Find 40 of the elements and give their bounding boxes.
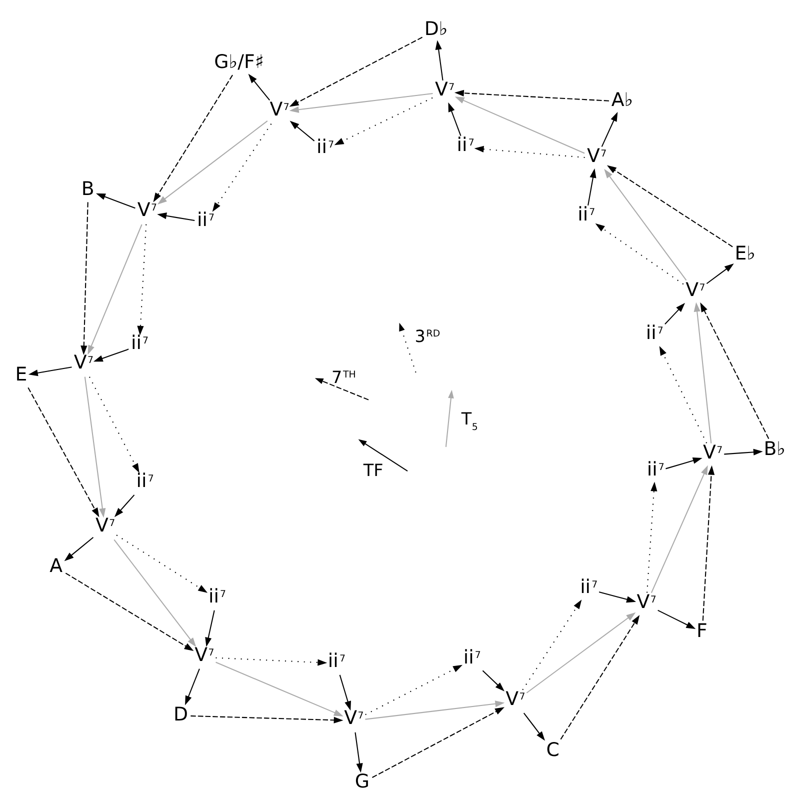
node-text: V$^{7}$	[505, 688, 525, 710]
node-text: ii$^{7}$	[196, 208, 214, 230]
node-text: V$^{7}$	[586, 144, 606, 167]
node-text: C	[546, 738, 559, 760]
node-text: ii$^{7}$	[645, 322, 663, 344]
node-text: A♭	[610, 88, 633, 111]
node-text: ii$^{7}$	[577, 203, 595, 226]
legend-label: TF	[362, 460, 383, 480]
node-text: V$^{7}$	[344, 706, 364, 729]
legend-label: 3$^{RD}$	[414, 325, 440, 346]
node-text: V$^{7}$	[702, 441, 722, 464]
node-text: V$^{7}$	[95, 514, 115, 536]
legend-label: T$_{5}$	[460, 408, 478, 432]
node-text: V$^{7}$	[685, 278, 705, 300]
node-text: ii$^{7}$	[580, 575, 598, 598]
node-text: V$^{7}$	[136, 198, 156, 221]
node-text: V$^{7}$	[73, 351, 94, 374]
node-text: ii$^{7}$	[136, 469, 154, 492]
node-text: ii$^{7}$	[316, 136, 334, 158]
node-text: D♭	[424, 17, 448, 40]
node-text: F	[696, 619, 707, 642]
node-text: ii$^{7}$	[456, 134, 474, 156]
node-text: E♭	[734, 242, 756, 264]
node-text: B	[80, 178, 94, 200]
node-text: G♭/F♯	[214, 50, 264, 72]
node-text: G	[354, 770, 370, 792]
node-text: V$^{7}$	[636, 590, 656, 613]
node-text: ii$^{7}$	[327, 649, 345, 672]
node-text: ii$^{7}$	[130, 331, 148, 354]
node-text: ii$^{7}$	[646, 458, 664, 480]
node-text: ii$^{7}$	[208, 584, 226, 607]
node-text: V$^{7}$	[194, 643, 214, 666]
node-text: A	[49, 554, 62, 577]
node-text: V$^{7}$	[269, 98, 289, 120]
node-text: E	[14, 362, 27, 385]
node-text: D	[173, 702, 188, 725]
legend-label: 7$^{TH}$	[331, 366, 356, 386]
node-text: V$^{7}$	[434, 78, 454, 100]
node-text: B♭	[763, 438, 786, 460]
node-text: ii$^{7}$	[462, 646, 480, 668]
